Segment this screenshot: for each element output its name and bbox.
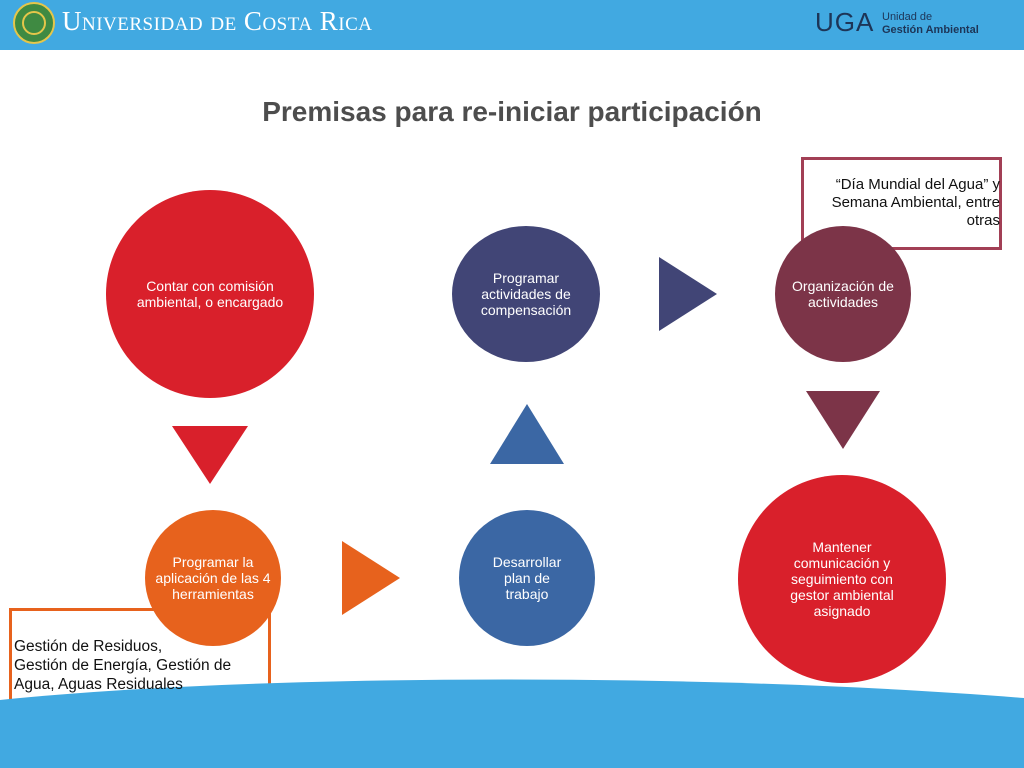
footer-wave-shape <box>0 679 1024 768</box>
unit-name-line1: Unidad de <box>882 11 933 23</box>
tools-callout-line2: Gestión de Energía, Gestión de Agua, Agu… <box>14 657 232 693</box>
arrow-down-icon <box>172 426 248 484</box>
university-seal-icon <box>13 2 55 44</box>
events-callout-text: “Día Mundial del Agua” y Semana Ambienta… <box>831 176 1000 229</box>
arrow-right-icon <box>342 541 400 615</box>
unit-abbreviation: UGA <box>815 7 875 37</box>
tools-callout-line1: Gestión de Residuos, <box>14 638 163 655</box>
arrow-right-icon <box>659 257 717 331</box>
footer-wave <box>0 679 1024 768</box>
node-plan: Desarrollar plan de trabajo <box>459 510 595 646</box>
node-aplicacion: Programar la aplicación de las 4 herrami… <box>145 510 281 646</box>
arrow-up-icon <box>490 404 564 464</box>
slide-title: Premisas para re-iniciar participación <box>262 96 762 127</box>
node-comunicacion: Mantener comunicación y seguimiento con … <box>738 475 946 683</box>
node-comunicacion-label: Mantener comunicación y seguimiento con … <box>790 539 894 619</box>
node-organizacion: Organización de actividades <box>775 226 911 362</box>
node-aplicacion-label: Programar la aplicación de las 4 herrami… <box>155 554 271 602</box>
node-compensacion-label: Programar actividades de compensación <box>480 270 572 318</box>
node-organizacion-label: Organización de actividades <box>792 278 894 310</box>
node-comision-label: Contar con comisión ambiental, o encarga… <box>136 278 284 310</box>
university-name: Universidad de Costa Rica <box>62 6 373 36</box>
node-compensacion: Programar actividades de compensación <box>452 226 600 362</box>
arrow-down-icon <box>806 391 880 449</box>
node-plan-label: Desarrollar plan de trabajo <box>492 554 562 602</box>
unit-name-line2: Gestión Ambiental <box>882 24 979 36</box>
header-bar: Universidad de Costa Rica UGA Unidad de … <box>0 0 1024 50</box>
unit-name: Unidad de Gestión Ambiental <box>882 11 979 37</box>
node-comision: Contar con comisión ambiental, o encarga… <box>106 190 314 398</box>
tools-callout-text: Gestión de Residuos, Gestión de Energía,… <box>14 637 266 694</box>
